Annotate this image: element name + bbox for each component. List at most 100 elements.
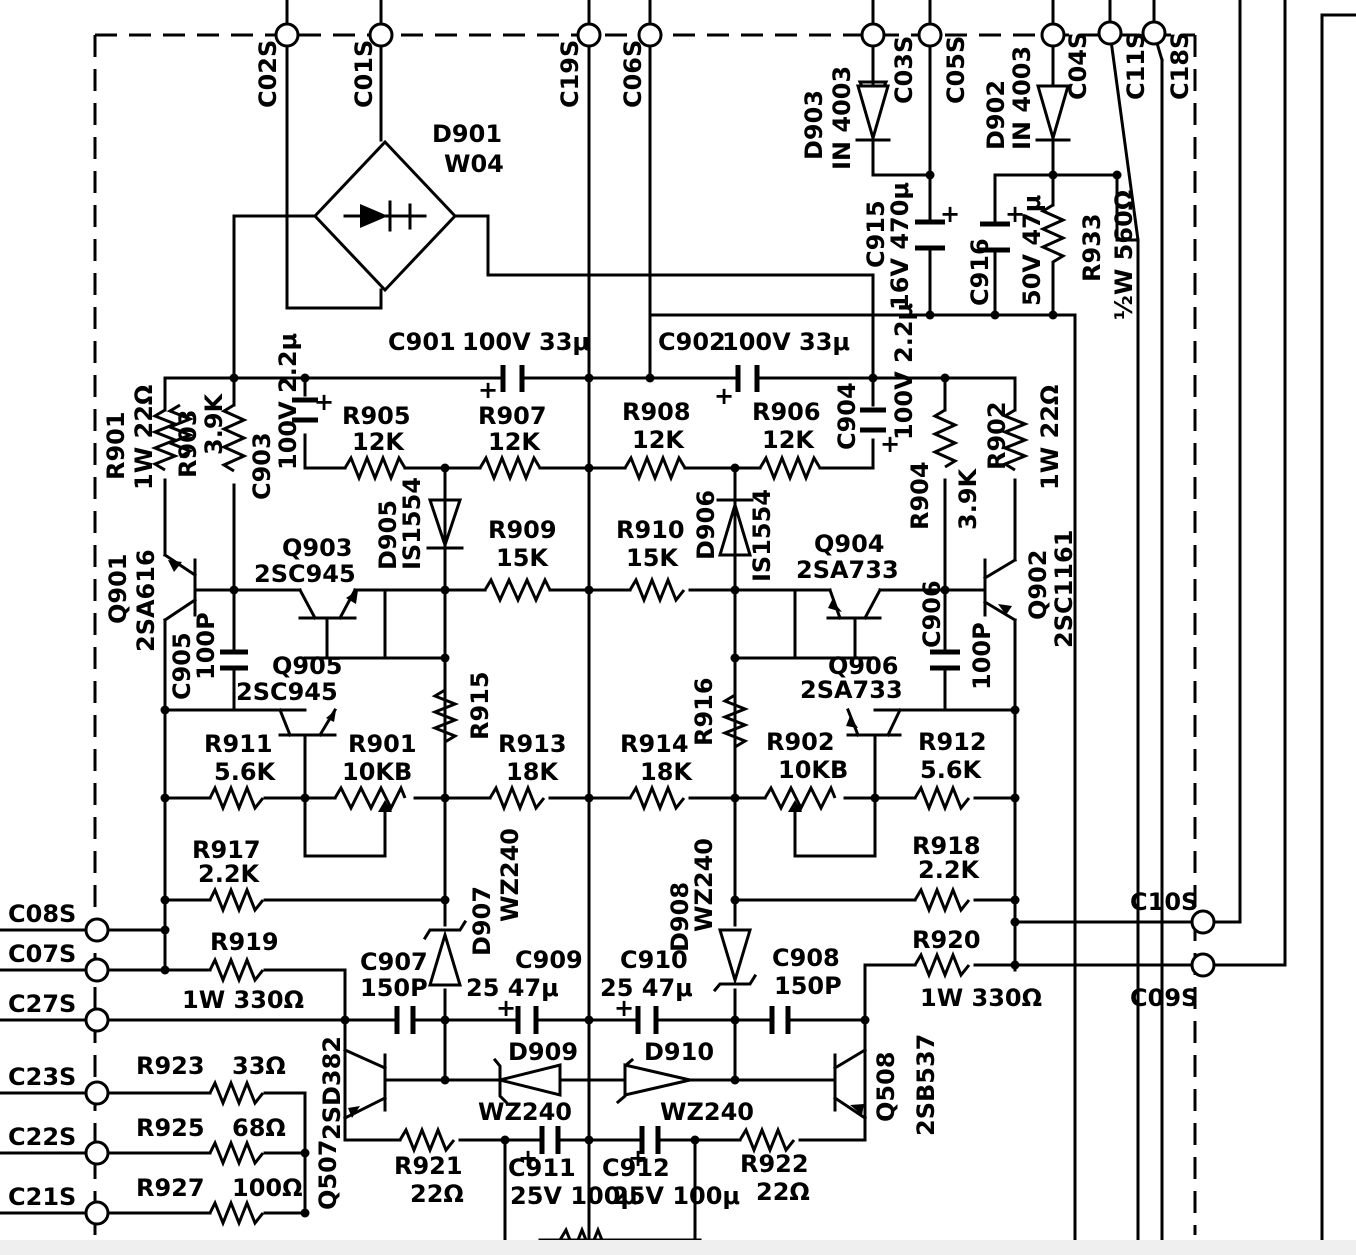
val-r925: 68Ω [232, 1114, 286, 1142]
val-r922: 22Ω [756, 1178, 810, 1206]
ref-r905: R905 [342, 402, 411, 430]
val-r911: 5.6K [214, 758, 277, 786]
ref-c909: C909 [515, 946, 583, 974]
val-r907: 12K [488, 428, 541, 456]
side-connector-labels: C08S C07S C27S C23S C22S C21S C10S C09S [8, 888, 1198, 1211]
val-d909: WZ240 [478, 1098, 572, 1126]
junction-dots [160, 170, 1122, 1218]
ref-r925: R925 [136, 1114, 205, 1142]
val-c912: 25V 100μ [612, 1182, 740, 1210]
ref-r904: R904 [906, 461, 934, 530]
ref-c910: C910 [620, 946, 688, 974]
ref-rv902: R902 [766, 728, 835, 756]
val-r933: ½W 560Ω [1110, 190, 1138, 320]
val-c905: 100P [192, 612, 220, 680]
ref-r907: R907 [478, 402, 547, 430]
right-terminals [1190, 909, 1216, 978]
ref-d905: D905 [374, 500, 402, 570]
ref-c905: C905 [168, 632, 196, 700]
diode-d906 [716, 493, 754, 562]
conn-label-c19s: C19S [556, 40, 584, 108]
wiring [0, 0, 1192, 1242]
val-r914: 18K [640, 758, 693, 786]
zener-d908 [712, 928, 758, 993]
val-r903: 3.9K [200, 392, 228, 455]
val-d903: IN 4003 [828, 66, 856, 170]
val-r913: 18K [506, 758, 559, 786]
ref-r908: R908 [622, 398, 691, 426]
val-q903: 2SC945 [254, 560, 356, 588]
val-c907: 150P [360, 974, 428, 1002]
ref-d909: D909 [508, 1038, 578, 1066]
val-q901: 2SA616 [132, 549, 160, 652]
conn-label-c22s: C22S [8, 1123, 76, 1151]
val-rv902: 10KB [778, 756, 848, 784]
ref-d901: D901 [432, 120, 502, 148]
conn-label-c11s: C11S [1122, 32, 1150, 100]
ref-r922: R922 [740, 1150, 809, 1178]
ref-d903: D903 [800, 90, 828, 160]
bridge-rectifier-d901 [312, 139, 458, 293]
ref-q507: Q507 [314, 1140, 342, 1211]
ref-r918: R918 [912, 832, 981, 860]
val-r921: 22Ω [410, 1180, 464, 1208]
ref-r902: R902 [983, 401, 1011, 470]
val-c911: 25V 100μ [510, 1182, 638, 1210]
ref-d906: D906 [692, 490, 720, 560]
ref-q905: Q905 [272, 652, 343, 680]
val-c901: 100V 33μ [462, 328, 590, 356]
ref-r927: R927 [136, 1174, 205, 1202]
conn-label-c05s: C05S [942, 36, 970, 104]
val-r901: 1W 22Ω [130, 385, 158, 490]
ref-q904: Q904 [814, 530, 885, 558]
transistor-q905 [278, 707, 338, 738]
svg-text:+: + [314, 388, 334, 416]
ref-r901: R901 [102, 411, 130, 480]
svg-text:+: + [714, 382, 734, 410]
ref-r921: R921 [394, 1152, 463, 1180]
ref-r912: R912 [918, 728, 987, 756]
svg-text:+: + [1005, 200, 1025, 228]
diode-d902 [1035, 80, 1071, 144]
zener-d910 [615, 1057, 691, 1105]
left-terminals [84, 917, 110, 1226]
ref-r915: R915 [466, 671, 494, 740]
transistor-q507 [342, 1048, 388, 1121]
ref-d908: D908 [666, 882, 694, 952]
ref-r910: R910 [616, 516, 685, 544]
ref-q508: Q508 [872, 1052, 900, 1123]
component-labels: D901 W04 D903 IN 4003 D902 IN 4003 C915 … [102, 46, 1138, 1210]
val-q902: 2SC1161 [1050, 530, 1078, 648]
val-q507: 2SD382 [318, 1036, 346, 1140]
svg-text:+: + [940, 200, 960, 228]
diode-d905 [426, 493, 464, 562]
conn-label-c01s: C01S [350, 40, 378, 108]
ref-c911: C911 [508, 1154, 576, 1182]
ref-q902: Q902 [1024, 550, 1052, 621]
ref-c904: C904 [833, 382, 861, 450]
val-r905: 12K [352, 428, 405, 456]
conn-label-c10s: C10S [1130, 888, 1198, 916]
val-r912: 5.6K [920, 756, 983, 784]
conn-label-c27s: C27S [8, 990, 76, 1018]
ref-r919: R919 [210, 928, 279, 956]
right-bus-lines [1108, 0, 1356, 1242]
ref-c901: C901 [388, 328, 456, 356]
conn-label-c03s: C03S [890, 36, 918, 104]
top-connector-labels: C02S C01S C19S C06S C03S C05S C04S C11S … [254, 32, 1194, 108]
val-r910: 15K [626, 544, 679, 572]
conn-label-c04s: C04S [1064, 32, 1092, 100]
polarity-marks: + + + + + + + + + + [314, 200, 1025, 1172]
conn-label-c18s: C18S [1166, 32, 1194, 100]
transistor-q902 [982, 557, 1018, 623]
bottom-scrollbar-strip [0, 1240, 1356, 1255]
val-d906: IS1554 [748, 489, 776, 582]
conn-label-c09s: C09S [1130, 984, 1198, 1012]
val-d908: WZ240 [690, 838, 718, 932]
ref-r916: R916 [690, 677, 718, 746]
conn-label-c02s: C02S [254, 40, 282, 108]
val-r917: 2.2K [198, 860, 261, 888]
ref-r920: R920 [912, 926, 981, 954]
ref-c915: C915 [862, 200, 890, 268]
